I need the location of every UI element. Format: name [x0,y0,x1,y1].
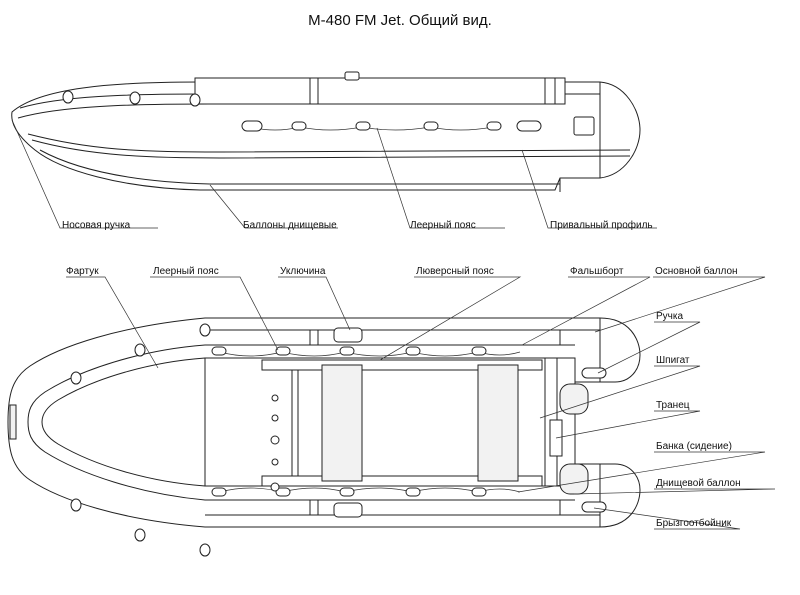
leader-bottom-tubes [209,184,338,229]
top-bolt-2 [271,414,279,422]
side-tube-top-line [19,93,600,109]
leader-transom [555,410,701,439]
label-rub-rail: Привальный профиль [550,220,653,231]
side-upper-deck [194,77,566,105]
top-bolt-1 [271,394,279,402]
label-top-grab-line: Леерный пояс [153,266,219,277]
label-handle: Ручка [656,311,684,322]
side-main-tube [11,81,641,191]
top-ring-l5 [471,487,487,497]
top-ring-u2 [275,346,291,356]
leader-splash-guard [593,507,741,530]
leader-seat [517,451,766,493]
top-bottom-tube-lower [559,463,589,495]
top-lacing-belt-lower [261,475,543,487]
label-transom: Транец [656,400,690,411]
leader-rub-rail [521,149,657,229]
top-oarlock-lower [333,502,363,518]
top-main-tube-inner [27,344,575,501]
side-ring-4 [486,121,502,131]
leader-top-grab-line [150,276,279,351]
top-ring-l1 [211,487,227,497]
leader-lacing-belt [379,276,522,361]
leader-bow-handle [11,119,158,229]
label-bottom-tubes: Баллоны днищевые [243,220,337,231]
leader-handle [597,321,701,374]
top-bow-cap [9,404,17,440]
label-oarlock: Уключина [280,266,326,277]
label-side-grab-line: Леерный пояс [410,220,476,231]
top-seat-rear [477,364,519,482]
side-rub-rail-2 [31,139,631,159]
label-gunwale: Фальшборт [570,266,624,277]
top-ring-l4 [405,487,421,497]
side-handle-rear [516,120,542,132]
top-bow-handle-1 [199,323,211,337]
top-bow-handle-5 [134,528,146,542]
leader-oarlock [278,276,351,331]
side-hull-lower [39,149,560,185]
label-main-tube: Основной баллон [655,266,738,277]
side-view [11,71,657,229]
leader-grab-line [376,127,505,229]
side-bow-handle-2 [129,91,141,105]
side-ring-1 [291,121,307,131]
top-bolt-3 [270,435,280,445]
side-bow-handle-1 [62,90,74,104]
top-ring-u5 [471,346,487,356]
top-bow-handle-3 [70,371,82,385]
top-oarlock-upper [333,327,363,343]
side-ring-2 [355,121,371,131]
top-seat-front [321,364,363,482]
leader-scupper [539,365,701,419]
top-bow-handle-2 [134,343,146,357]
top-ring-u1 [211,346,227,356]
top-cockpit-floor [204,357,576,487]
top-ring-l3 [339,487,355,497]
label-bow-handle: Носовая ручка [62,220,131,231]
side-rub-rail [27,133,631,153]
top-apron-line-1 [41,357,206,487]
leader-apron [66,276,159,369]
top-ring-u4 [405,346,421,356]
leader-main-tube [594,276,766,333]
label-splash-guard: Брызгоотбойник [656,518,732,529]
leader-gunwale [521,276,651,346]
drawing-title: М-480 FM Jet. Общий вид. [308,12,492,29]
side-logo-plate [573,116,595,136]
top-bow-handle-4 [70,498,82,512]
label-scupper: Шпигат [656,355,690,366]
top-handle-lower [581,501,607,513]
side-oarlock-1 [241,120,263,132]
label-seat: Банка (сидение) [656,441,732,452]
top-view [7,276,776,557]
top-ring-l2 [275,487,291,497]
side-ring-3 [423,121,439,131]
top-lacing-belt-upper [261,359,543,371]
label-bottom-tube: Днищевой баллон [656,478,741,489]
top-bottom-tube-upper [559,383,589,415]
side-bow-handle-3 [189,93,201,107]
leader-bottom-tube [573,488,776,495]
top-ring-u3 [339,346,355,356]
side-top-fitting [344,71,360,81]
top-bolt-5 [270,482,280,492]
top-bow-handle-6 [199,543,211,557]
label-apron: Фартук [66,266,99,277]
label-lacing-belt: Люверсный пояс [416,266,494,277]
top-handle-upper [581,367,607,379]
top-bolt-4 [271,458,279,466]
